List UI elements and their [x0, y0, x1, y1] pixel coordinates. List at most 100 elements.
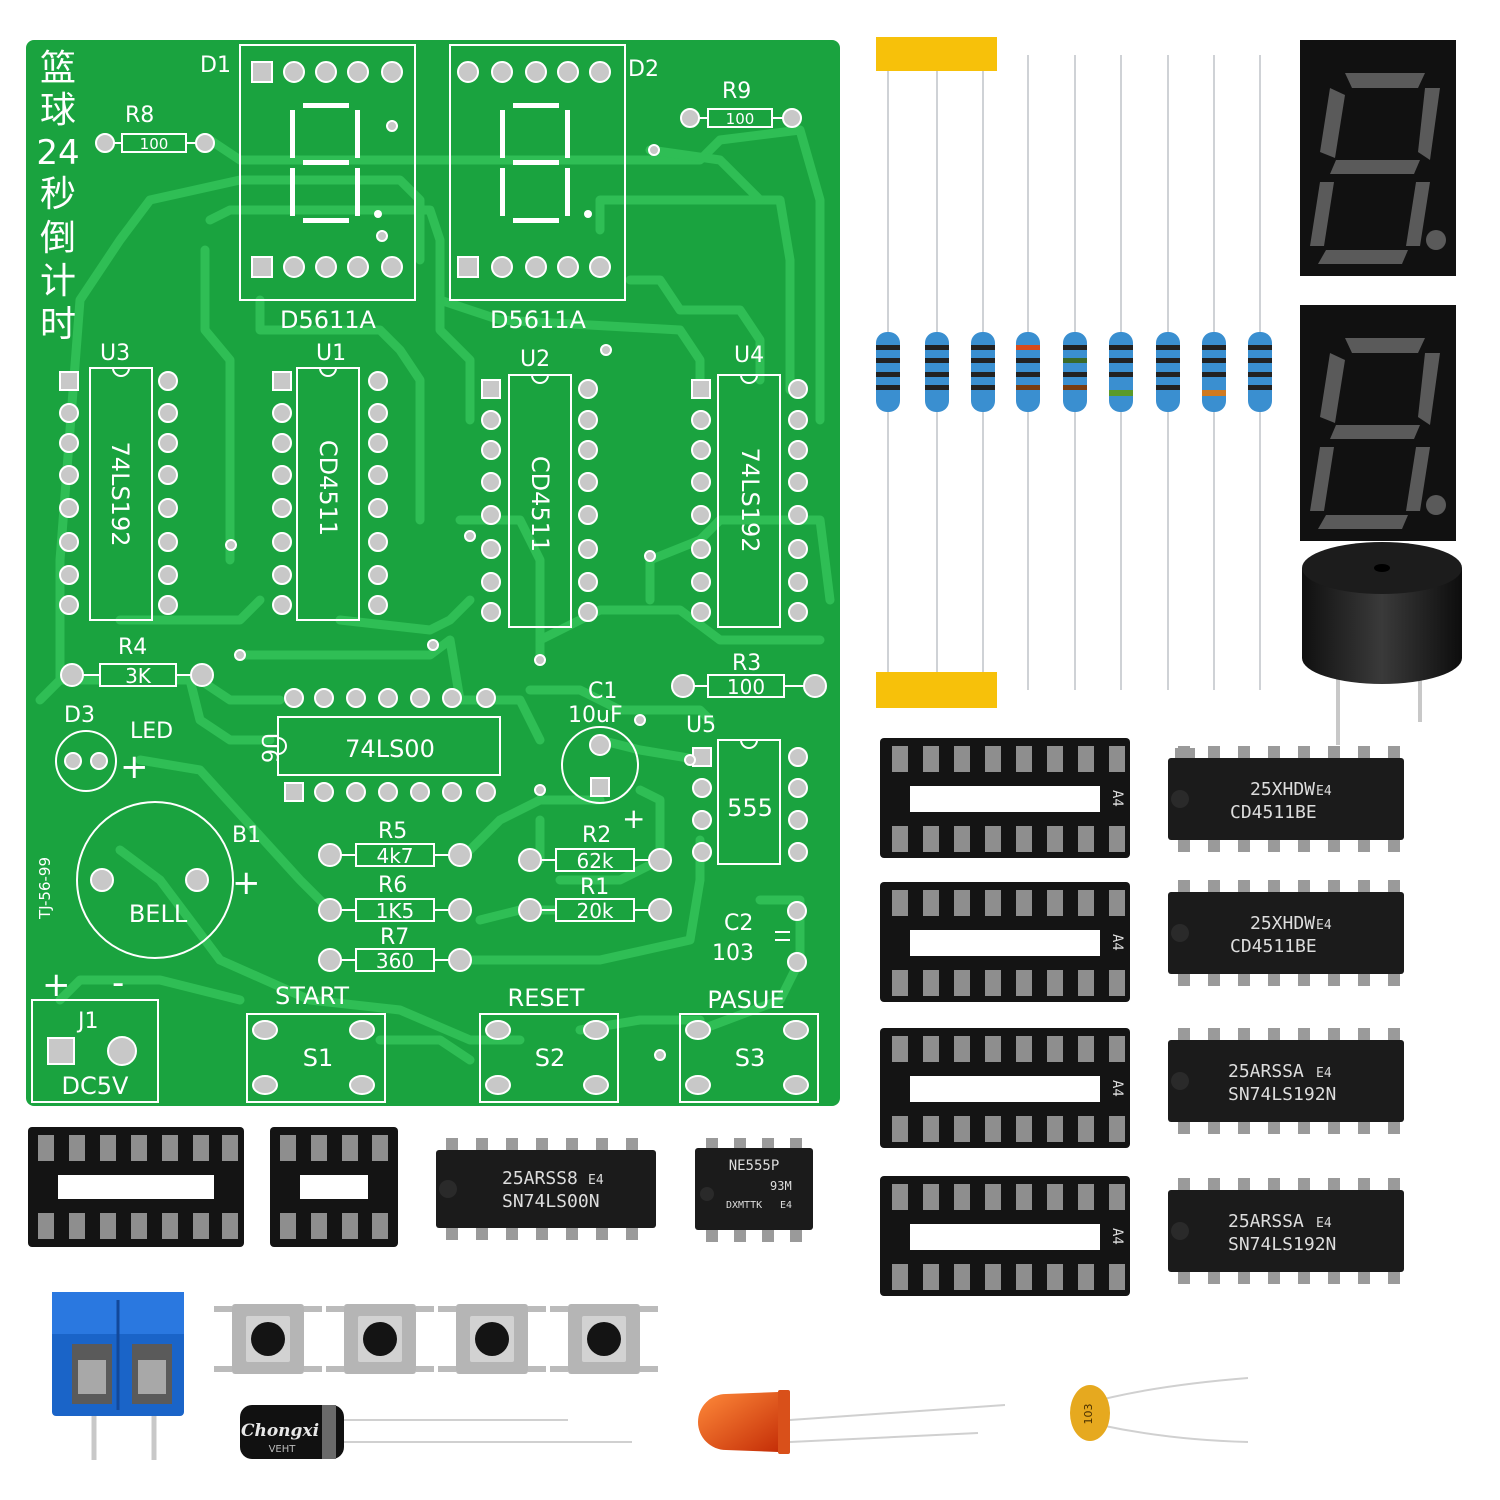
ic-socket-16: A4 — [880, 1028, 1130, 1148]
u1-part: CD4511 — [314, 440, 342, 536]
chip-ne555-line3: DXMTTK — [726, 1200, 762, 1211]
chip-74ls192-1: 25ARSSA E4 SN74LS192N — [1168, 1028, 1404, 1134]
r8-value: 100 — [140, 135, 169, 153]
resistor — [876, 332, 900, 412]
chip-cd4511-2: 25XHDW E4 CD4511BE — [1168, 880, 1404, 986]
c2-footprint: C2 103 — [712, 901, 807, 972]
r2-ref: R2 — [582, 823, 611, 848]
j1-plus: + — [42, 965, 71, 1005]
u6-part: 74LS00 — [345, 735, 435, 763]
title-char-6: 计 — [40, 261, 76, 302]
s1-ref: S1 — [303, 1044, 334, 1072]
chip-74ls00-line2: SN74LS00N — [502, 1191, 600, 1212]
pcb-board: 篮 球 24 秒 倒 计 时 D1 D5611A — [26, 40, 840, 1106]
chip-cd4511-1: 25XHDW E4 CD4511BE — [1168, 746, 1404, 852]
r3-footprint: R3 100 — [671, 651, 827, 699]
tactile-switch — [326, 1304, 434, 1374]
ic-socket-14 — [28, 1127, 244, 1247]
title-char-4: 秒 — [40, 174, 76, 215]
ic-socket-8 — [270, 1127, 398, 1247]
r1-value: 20k — [576, 899, 613, 923]
u2-footprint: U2 CD4511 — [481, 347, 598, 628]
chip-74ls192-1-line2: SN74LS192N — [1228, 1084, 1336, 1105]
r1-footprint: R1 20k — [518, 875, 672, 923]
chip-ne555: NE555P 93M DXMTTK E4 — [695, 1138, 813, 1242]
tape-bottom — [876, 672, 997, 708]
chip-74ls192-2-line2: SN74LS192N — [1228, 1234, 1336, 1255]
resistor — [1109, 332, 1133, 412]
r6-ref: R6 — [378, 873, 407, 898]
chip-74ls192-1-line1: 25ARSSA — [1228, 1061, 1304, 1082]
r8-footprint: R8 100 — [95, 103, 215, 153]
chip-cd4511-1-line2: CD4511BE — [1230, 802, 1317, 823]
d3-polarity: + — [120, 747, 149, 787]
title-char-1: 篮 — [40, 48, 76, 89]
u1-ref: U1 — [316, 341, 346, 366]
chip-cd4511-2-mark: E4 — [1316, 918, 1332, 933]
r3-ref: R3 — [732, 651, 761, 676]
red-led — [698, 1390, 1006, 1454]
board-code: TJ-56-99 — [36, 857, 54, 920]
resistor — [1248, 332, 1272, 412]
chip-74ls00-mark: E4 — [588, 1173, 604, 1188]
s2-ref: S2 — [535, 1044, 566, 1072]
seven-segment-display — [1300, 40, 1456, 276]
resistor — [1202, 332, 1226, 412]
ic-socket-16: A4 — [880, 882, 1130, 1002]
u6-footprint: U6 74LS00 — [256, 688, 501, 802]
socket-1-mark: A4 — [1109, 790, 1125, 807]
r5-ref: R5 — [378, 819, 407, 844]
d3-footprint: D3 LED + — [55, 703, 173, 792]
ic-socket-16: A4 — [880, 738, 1130, 858]
chip-74ls192-2-mark: E4 — [1316, 1216, 1332, 1231]
resistor-strip — [876, 37, 1272, 708]
j1-minus: - — [112, 963, 124, 1003]
chip-cd4511-1-line1: 25XHDW — [1250, 779, 1315, 800]
s2-footprint: RESET S2 — [479, 984, 619, 1103]
electrolytic-brand: Chongxi — [241, 1421, 319, 1441]
title-char-2: 球 — [40, 90, 76, 131]
resistor — [1156, 332, 1180, 412]
c2-ref: C2 — [724, 911, 753, 936]
tactile-switch — [550, 1304, 658, 1374]
socket-4-mark: A4 — [1109, 1228, 1125, 1245]
resistor — [1016, 332, 1040, 412]
u3-ref: U3 — [100, 341, 130, 366]
ceramic-capacitor: 103 — [1070, 1377, 1249, 1443]
electrolytic-capacitor: Chongxi VEHT — [240, 1405, 632, 1459]
socket-3-mark: A4 — [1109, 1080, 1125, 1097]
r7-footprint: R7 360 — [318, 925, 472, 973]
u3-part: 74LS192 — [106, 442, 134, 547]
title-char-3: 24 — [36, 133, 79, 173]
u2-ref: U2 — [520, 347, 550, 372]
r8-ref: R8 — [125, 103, 154, 128]
d2-footprint: D2 D5611A — [449, 44, 659, 334]
b1-polarity: + — [232, 863, 261, 903]
chip-ne555-mark: E4 — [780, 1200, 792, 1211]
chip-74ls192-1-mark: E4 — [1316, 1066, 1332, 1081]
c1-ref: C1 — [588, 679, 617, 704]
chip-cd4511-2-line2: CD4511BE — [1230, 936, 1317, 957]
r9-ref: R9 — [722, 79, 751, 104]
chip-cd4511-1-mark: E4 — [1316, 784, 1332, 799]
s1-label: START — [275, 982, 349, 1010]
chip-74ls192-2-line1: 25ARSSA — [1228, 1211, 1304, 1232]
u2-part: CD4511 — [526, 456, 554, 552]
chip-ne555-line1: NE555P — [729, 1158, 780, 1174]
title-char-5: 倒 — [40, 218, 76, 259]
pcb-title: 篮 球 24 秒 倒 计 时 — [36, 48, 79, 345]
title-char-7: 时 — [40, 304, 76, 345]
chip-74ls00: 25ARSS8 E4 SN74LS00N — [436, 1138, 656, 1240]
d2-label: D2 — [628, 57, 659, 82]
ic-socket-16: A4 — [880, 1176, 1130, 1296]
r6-footprint: R6 1K5 — [318, 873, 472, 923]
d1-label: D1 — [200, 53, 231, 78]
r9-value: 100 — [726, 110, 755, 128]
s3-label: PASUE — [707, 986, 784, 1014]
u4-part: 74LS192 — [736, 448, 764, 553]
j1-footprint: + - J1 DC5V — [31, 963, 159, 1103]
d1-footprint: D1 D5611A — [200, 44, 416, 334]
d2-part-label: D5611A — [490, 306, 587, 334]
j1-label: DC5V — [62, 1072, 130, 1100]
